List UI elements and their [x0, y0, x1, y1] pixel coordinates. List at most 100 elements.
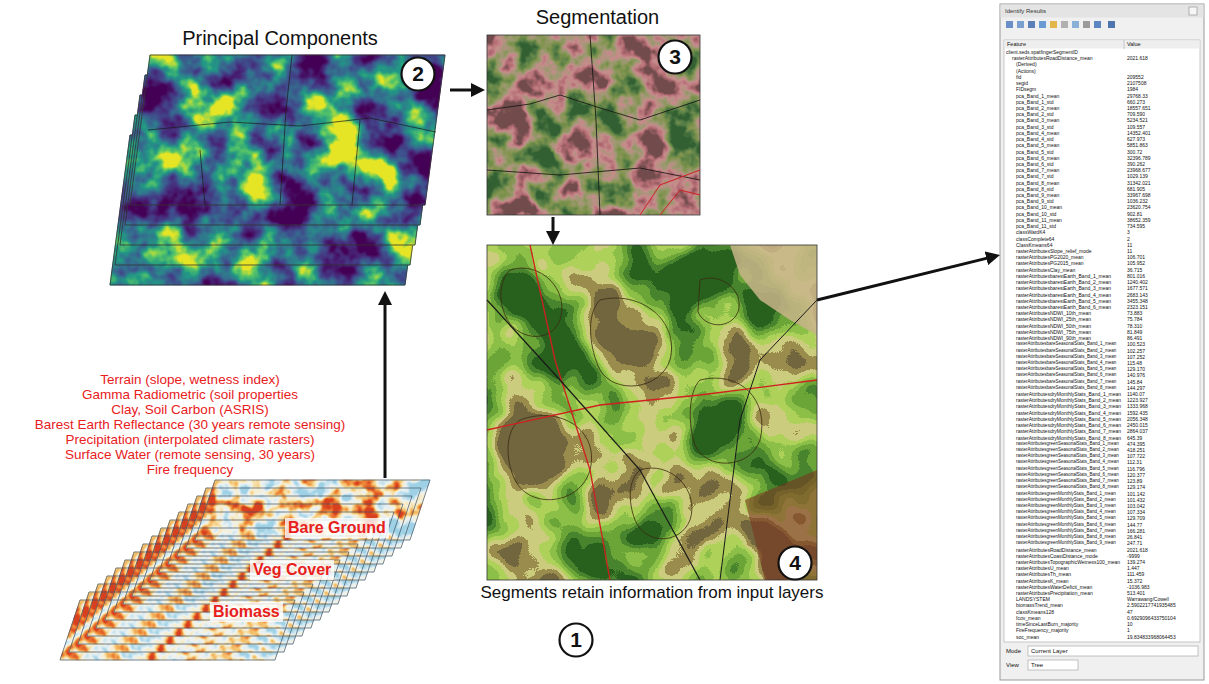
table-cell: rasterAttributesbareSeasonalStats_Band_8… — [1016, 385, 1124, 391]
table-row: rasterAttributesPG2015_mean105.952 — [1004, 260, 1200, 266]
segment-map — [487, 245, 817, 580]
table-cell: LANDSYSTEM — [1016, 596, 1124, 602]
table-cell: 734.595 — [1127, 223, 1145, 229]
table-row: rasterAttributesgreenMonthlyStats_Band_8… — [1004, 534, 1200, 540]
table-row: pca_Band_2_mean18557.651 — [1004, 105, 1200, 111]
table-row: pca_Band_2_std709.590 — [1004, 111, 1200, 117]
table-cell: pca_Band_7_std — [1016, 173, 1124, 179]
table-cell: rasterAttributesPG2020_mean — [1016, 254, 1124, 260]
table-cell: rasterAttributesWaterDeficit_mean — [1016, 584, 1124, 590]
table-cell: rasterAttributesbareSeasonalStats_Band_3… — [1016, 354, 1124, 360]
segment-map — [745, 470, 817, 580]
table-cell: rasterAttributesgreenSeasonalStats_Band_… — [1016, 453, 1124, 459]
toolbar-icons — [1108, 21, 1115, 28]
table-cell: 166.281 — [1127, 528, 1145, 534]
table-row: rasterAttributesNDWI_75th_mean81.849 — [1004, 329, 1200, 335]
table-row: LANDSYSTEMWarrawang/Cowell — [1004, 596, 1200, 602]
table-cell: rasterAttributesbarestEarth_Band_3_mean — [1016, 285, 1124, 291]
table-row: pca_Band_1_mean29768.33 — [1004, 93, 1200, 99]
toolbar-icons — [1017, 21, 1024, 28]
table-cell: 145.84 — [1127, 379, 1142, 385]
table-row: fcov_mean0.6929096433750104 — [1004, 615, 1200, 621]
map-boundaries — [200, 150, 205, 205]
table-row: classComplete642 — [1004, 236, 1200, 242]
table-cell: rasterAttributesgreenSeasonalStats_Band_… — [1016, 447, 1124, 453]
layer-stack: Bare GroundVeg CoverBiomass — [60, 478, 430, 673]
table-row: rasterAttributesbareSeasonalStats_Band_1… — [1004, 341, 1200, 347]
table-row: rasterAttributesgreenSeasonalStats_Band_… — [1004, 472, 1200, 478]
table-row: rasterAttributesbarestEarth_Band_6_mean2… — [1004, 304, 1200, 310]
table-row: rasterAttributesbarestEarth_Band_5_mean3… — [1004, 298, 1200, 304]
table-row: rasterAttributesdryMonthlyStats_Band_1_m… — [1004, 391, 1200, 397]
table-cell: 1.447 — [1127, 565, 1140, 571]
table-cell: classWardK4 — [1016, 229, 1124, 235]
table-cell: rasterAttributesdryMonthlyStats_Band_3_m… — [1016, 403, 1124, 409]
table-cell: rasterAttributesbarestEarth_Band_5_mean — [1016, 298, 1124, 304]
table-row: rasterAttributesdryMonthlyStats_Band_4_m… — [1004, 410, 1200, 416]
flow-arrow — [552, 217, 555, 234]
table-row: pca_Band_5_mean5851.863 — [1004, 142, 1200, 148]
table-cell: 75.784 — [1127, 316, 1142, 322]
table-cell: 86.491 — [1127, 335, 1142, 341]
table-row: rasterAttributesbareSeasonalStats_Band_3… — [1004, 354, 1200, 360]
table-row: rasterAttributesgreenMonthlyStats_Band_1… — [1004, 491, 1200, 497]
table-cell: 38652.359 — [1127, 217, 1151, 223]
table-cell: 2107508 — [1127, 80, 1146, 86]
table-cell: 681.905 — [1127, 186, 1145, 192]
table-cell: 101.432 — [1127, 497, 1145, 503]
table-row: rasterAttributesbareSeasonalStats_Band_7… — [1004, 379, 1200, 385]
input-layer-outlines — [78, 584, 313, 644]
table-cell: rasterAttributesbarestEarth_Band_4_mean — [1016, 292, 1124, 298]
attribute-panel-frame — [1000, 4, 1204, 680]
table-cell: 474.395 — [1127, 441, 1145, 447]
table-cell: 103.042 — [1127, 503, 1145, 509]
table-cell: 1036.232 — [1127, 198, 1148, 204]
table-row: rasterAttributesU_mean1.447 — [1004, 565, 1200, 571]
table-cell: rasterAttributesgreenMonthlyStats_Band_5… — [1016, 515, 1124, 521]
table-cell: 513.401 — [1127, 590, 1145, 596]
segment-map — [730, 245, 817, 335]
table-cell: 1240.402 — [1127, 279, 1148, 285]
segment-map — [487, 245, 817, 580]
segment-map — [508, 416, 592, 500]
table-row: rasterAttributesdryMonthlyStats_Band_5_m… — [1004, 416, 1200, 422]
table-cell: 2683.143 — [1127, 292, 1148, 298]
table-cell: rasterAttributesNDWI_10th_mean — [1016, 310, 1124, 316]
input-description: Fire frequency — [20, 462, 360, 477]
table-cell: 19.834833968064453 — [1127, 634, 1176, 640]
table-cell: 144.297 — [1127, 385, 1145, 391]
table-row: pca_Band_6_std390.262 — [1004, 161, 1200, 167]
table-row: pca_Band_10_mean23620.754 — [1004, 204, 1200, 210]
step-number: 3 — [657, 39, 693, 75]
table-cell: biomassTrend_mean — [1016, 602, 1124, 608]
map-panel: 4Segments retain information from input … — [487, 245, 817, 617]
table-row: rasterAttributesNDWI_10th_mean73.883 — [1004, 310, 1200, 316]
table-cell: rasterAttributesPG2015_mean — [1016, 260, 1124, 266]
map-panel: 3Segmentation — [485, 5, 710, 217]
table-cell: 209552 — [1127, 74, 1144, 80]
table-cell: rasterAttributesbareSeasonalStats_Band_1… — [1016, 341, 1124, 347]
table-row: pca_Band_7_mean23968.677 — [1004, 167, 1200, 173]
table-cell: 47 — [1127, 609, 1133, 615]
table-row: soc_mean19.834833968064453 — [1004, 634, 1200, 640]
table-row: (Derived) — [1004, 61, 1200, 67]
table-cell: rasterAttributesRoadDistance_mean — [1012, 55, 1124, 61]
table-cell: 78.310 — [1127, 323, 1142, 329]
segmentation-map — [487, 35, 700, 215]
table-cell: 1592.435 — [1127, 410, 1148, 416]
table-cell: 140.976 — [1127, 372, 1145, 378]
table-cell: 106.701 — [1127, 254, 1145, 260]
table-row: pca_Band_4_mean14352.401 — [1004, 130, 1200, 136]
table-cell: rasterAttributesRoadDistance_mean — [1016, 547, 1124, 553]
segment-map — [530, 245, 610, 580]
map-boundaries — [148, 55, 436, 205]
table-cell: 73.883 — [1127, 310, 1142, 316]
table-cell: 120.377 — [1127, 472, 1145, 478]
table-row: rasterAttributesPrecipitation_mean513.40… — [1004, 590, 1200, 596]
table-cell: 109.557 — [1127, 124, 1145, 130]
table-cell: rasterAttributesgreenSeasonalStats_Band_… — [1016, 466, 1124, 472]
callout-number: 1 — [558, 622, 594, 658]
input-layer-outlines — [87, 576, 322, 636]
table-row: rasterAttributesRoadDistance_mean2021.61… — [1004, 55, 1200, 61]
